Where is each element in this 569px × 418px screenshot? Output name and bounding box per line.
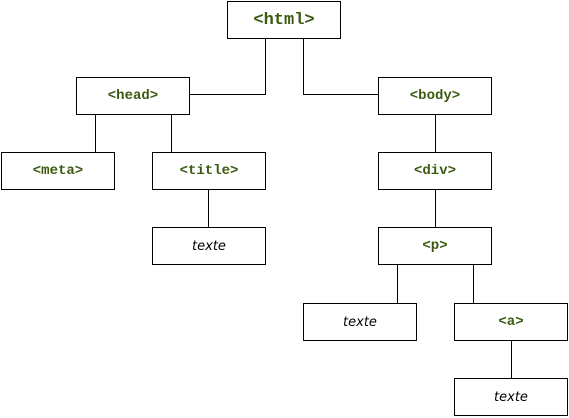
node-a-text: texte — [454, 378, 568, 416]
node-body-label: <body> — [409, 88, 461, 104]
node-a: <a> — [454, 303, 568, 341]
node-p-label: <p> — [422, 238, 448, 254]
node-title: <title> — [152, 152, 266, 190]
node-head: <head> — [76, 77, 190, 115]
node-meta: <meta> — [1, 152, 115, 190]
node-a-label: <a> — [498, 314, 524, 330]
node-title-text-label: texte — [192, 238, 226, 254]
edge-html-body — [303, 38, 304, 95]
node-html-label: <html> — [253, 10, 315, 30]
edge-html-head-horizontal — [190, 94, 266, 95]
node-p: <p> — [378, 227, 492, 265]
edge-p-a — [473, 265, 474, 303]
node-title-label: <title> — [179, 163, 239, 179]
node-div-label: <div> — [413, 163, 456, 179]
node-div: <div> — [378, 152, 492, 190]
node-p-text: texte — [303, 303, 417, 341]
edge-p-text — [397, 265, 398, 303]
node-body: <body> — [378, 77, 492, 115]
node-html: <html> — [227, 1, 341, 39]
edge-div-p — [435, 190, 436, 228]
node-p-text-label: texte — [343, 314, 377, 330]
node-head-label: <head> — [107, 88, 159, 104]
edge-html-body-horizontal — [303, 94, 379, 95]
edge-body-div — [435, 114, 436, 153]
edge-head-title — [171, 114, 172, 153]
node-a-text-label: texte — [494, 389, 528, 405]
edge-head-meta — [95, 114, 96, 153]
edge-html-head — [265, 38, 266, 95]
node-title-text: texte — [152, 227, 266, 265]
edge-title-text — [208, 190, 209, 228]
node-meta-label: <meta> — [32, 163, 84, 179]
edge-a-text — [511, 341, 512, 379]
